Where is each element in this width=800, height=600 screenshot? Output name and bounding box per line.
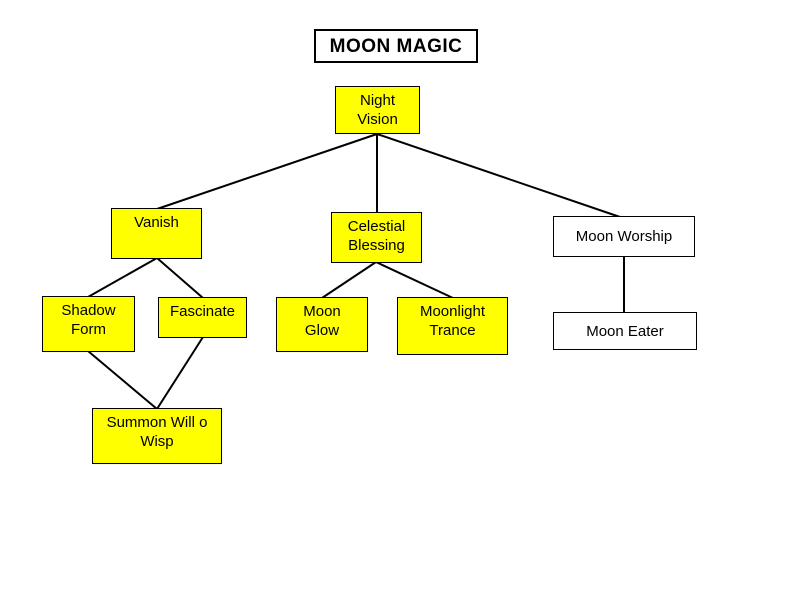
edge-night-vision-moon-worship [376,133,621,218]
edge-vanish-fascinate [156,257,204,299]
node-moonlight-trance: Moonlight Trance [397,297,508,355]
node-moon-glow: Moon Glow [276,297,368,352]
edge-celestial-blessing-moon-glow [321,261,377,299]
edge-fascinate-summon-will-o-wisp [156,336,204,410]
node-moon-worship: Moon Worship [553,216,695,257]
node-vanish: Vanish [111,208,202,259]
node-celestial-blessing: Celestial Blessing [331,212,422,263]
node-summon-will-o-wisp: Summon Will o Wisp [92,408,222,464]
edge-celestial-blessing-moonlight-trance [375,261,454,299]
node-night-vision: Night Vision [335,86,420,134]
edge-shadow-form-summon-will-o-wisp [87,350,158,410]
node-fascinate: Fascinate [158,297,247,338]
node-moon-eater: Moon Eater [553,312,697,350]
edge-vanish-shadow-form [87,257,158,298]
diagram-title: MOON MAGIC [314,29,478,63]
edge-night-vision-vanish [156,133,378,210]
node-shadow-form: Shadow Form [42,296,135,352]
